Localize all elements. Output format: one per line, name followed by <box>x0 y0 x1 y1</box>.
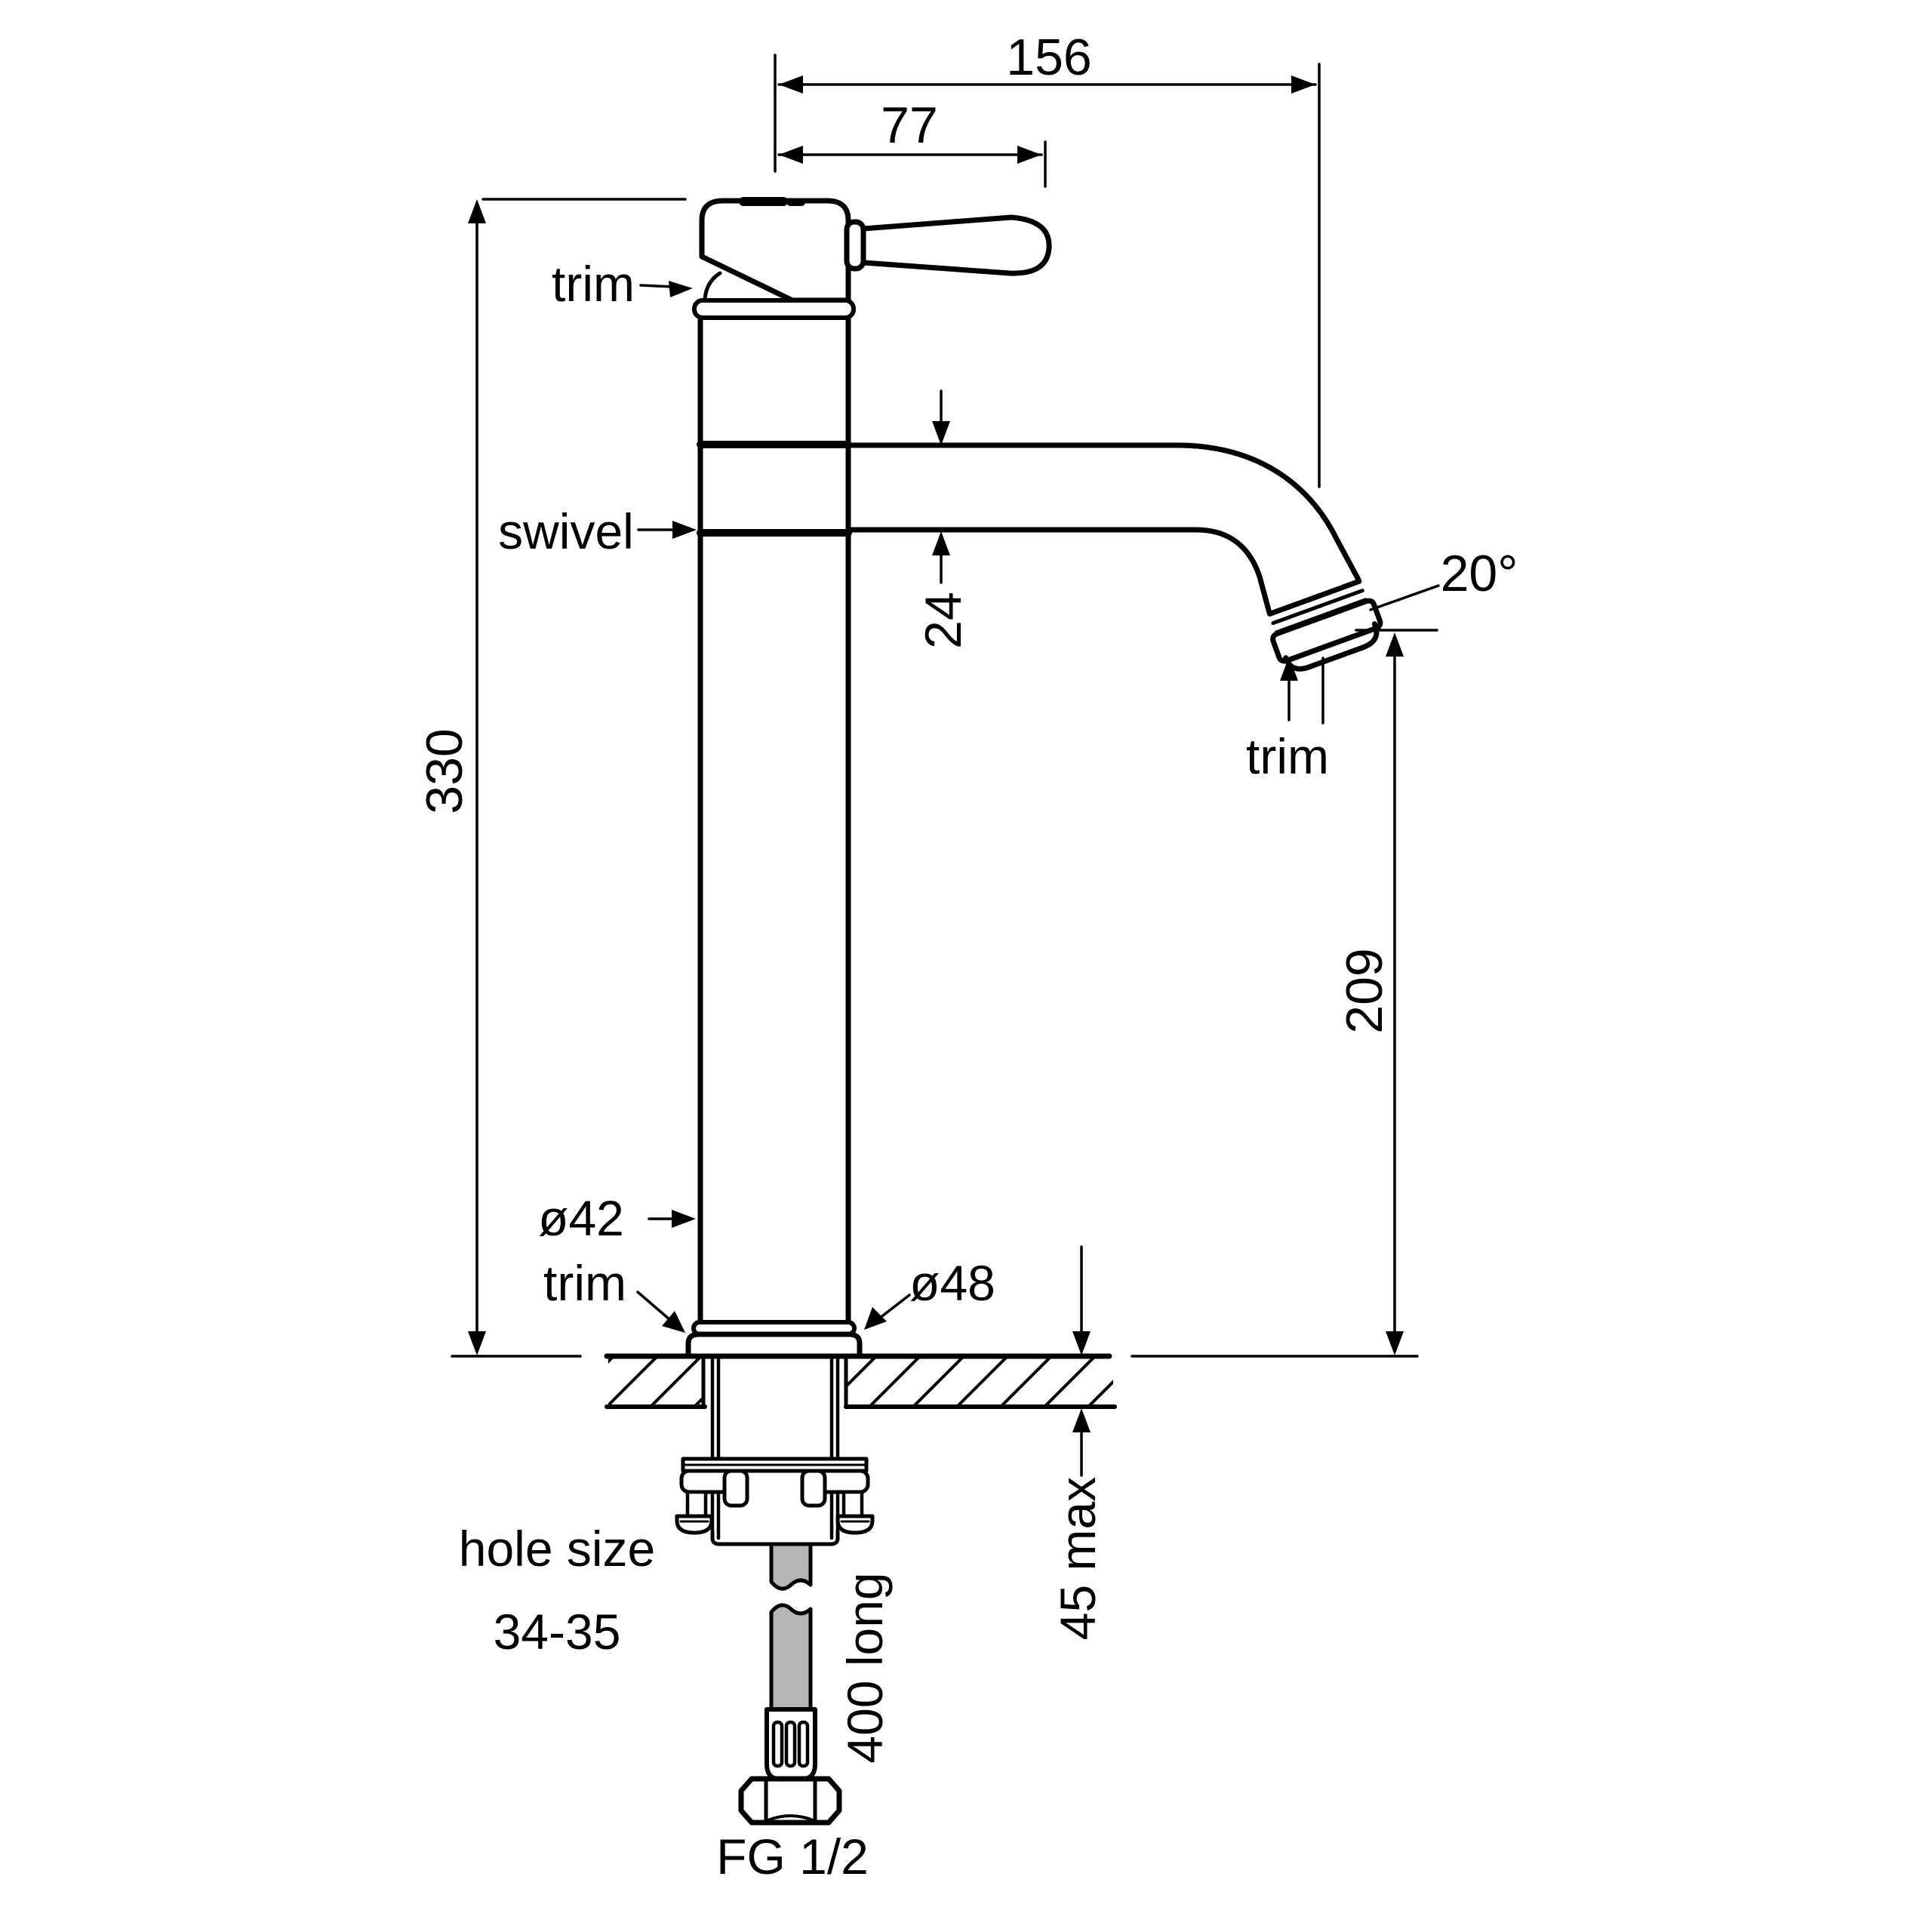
arrow-24-bottom <box>932 531 950 555</box>
clamp-tab-right <box>800 1469 827 1508</box>
arrow-swivel <box>672 521 697 539</box>
dim-209: 209 <box>1336 948 1393 1033</box>
dim-o48: ø48 <box>909 1255 995 1311</box>
arrow-156-right <box>1291 75 1315 94</box>
dimension-arrowheads <box>468 75 1404 1432</box>
spout-inner-edge <box>845 527 1272 616</box>
top-trim-ring <box>692 298 856 320</box>
dim-330: 330 <box>416 728 473 814</box>
bolt-head-left <box>675 1514 714 1535</box>
labels-layer: 156 77 trim swivel 330 24 20° trim 209 ø42 trim ø48… <box>416 29 1518 1884</box>
arrow-45-top <box>1072 1331 1091 1355</box>
dimension-lines <box>451 54 1440 1477</box>
dim-400-long: 400 long <box>837 1572 893 1763</box>
mounting-bolt-left <box>675 1490 714 1535</box>
label-trim-spout: trim <box>1246 728 1329 784</box>
spout-tip <box>1266 578 1383 672</box>
dim-156: 156 <box>1006 29 1091 86</box>
arrow-209-top <box>1386 632 1404 657</box>
dim-o42: ø42 <box>538 1190 624 1246</box>
arrow-trim-base <box>662 1311 685 1333</box>
collar-slot <box>771 1720 784 1768</box>
hose-upper-segment <box>769 1542 813 1591</box>
leader-o48 <box>878 1294 911 1320</box>
label-trim-base: trim <box>543 1255 626 1311</box>
counter-hatch-right <box>847 1358 1113 1405</box>
label-fg-half: FG 1/2 <box>716 1829 869 1884</box>
handle-cap <box>699 198 851 303</box>
collar-slot <box>797 1720 810 1768</box>
arrow-330-bottom <box>468 1331 486 1355</box>
label-swivel: swivel <box>498 503 634 559</box>
arrow-156-left <box>779 75 803 94</box>
label-hole-size-2: 34-35 <box>494 1604 621 1660</box>
arrow-o42 <box>672 1210 696 1228</box>
dim-24: 24 <box>915 592 972 649</box>
mounting-hardware <box>675 1355 875 1546</box>
base-flange <box>685 1331 863 1359</box>
arrow-o48 <box>864 1307 887 1330</box>
arrow-77-left <box>779 146 803 164</box>
dim-77: 77 <box>881 97 938 154</box>
counter-hatch-left <box>608 1358 703 1405</box>
arrow-45-bottom <box>1072 1408 1091 1432</box>
clamp-tab-left <box>722 1469 749 1508</box>
label-trim-top: trim <box>552 256 635 312</box>
arrow-209-bottom <box>1386 1331 1404 1355</box>
dim-20deg: 20° <box>1441 545 1518 602</box>
hose-lower-segment <box>769 1603 813 1712</box>
arrow-330-top <box>468 199 486 223</box>
cap-dome-arc <box>703 271 722 303</box>
faucet-outline <box>685 197 1383 1359</box>
mounting-bolt-right <box>835 1490 875 1535</box>
tip-flange <box>1270 598 1383 664</box>
leader-trim-base <box>636 1291 672 1321</box>
leader-trim-top <box>639 284 675 288</box>
counter-section <box>604 1353 1117 1409</box>
arrow-24-top <box>932 421 950 445</box>
label-hole-size: hole size <box>459 1521 656 1577</box>
spout-outer-edge <box>845 442 1361 583</box>
leader-20deg <box>1369 584 1440 611</box>
bolt-head-right <box>835 1514 875 1535</box>
arrow-trim-spout <box>1280 657 1298 681</box>
arrow-trim-top <box>669 281 693 297</box>
arrow-77-right <box>1017 146 1041 164</box>
lever-handle <box>860 214 1052 276</box>
dim-45-max: 45 max <box>1050 1477 1106 1640</box>
collar-slot <box>784 1720 797 1768</box>
hose-assembly <box>738 1542 842 1826</box>
